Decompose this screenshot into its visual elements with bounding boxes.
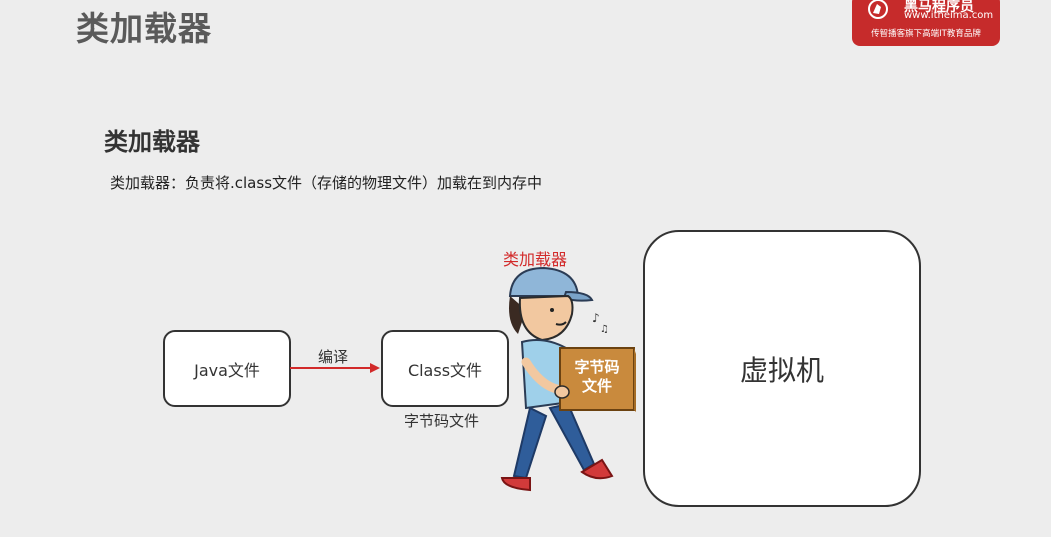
box-label-line2: 文件	[581, 377, 612, 395]
svg-text:♫: ♫	[600, 324, 609, 335]
java-file-label: Java文件	[194, 360, 260, 380]
logo-url: www.itheima.com	[904, 10, 994, 21]
logo-name: 黑马程序员	[904, 0, 974, 15]
section-title: 类加载器	[104, 128, 200, 156]
delivery-worker-illustration: ♪ ♫	[500, 266, 636, 492]
class-file-box: Class文件	[381, 330, 509, 407]
slide-title: 类加载器	[76, 9, 212, 48]
logo-slogan: 传智播客旗下高端IT教育品牌	[871, 29, 981, 39]
virtual-machine-box: 虚拟机	[643, 230, 921, 507]
svg-text:♪: ♪	[592, 311, 600, 325]
java-file-box: Java文件	[163, 330, 291, 407]
bytecode-caption: 字节码文件	[404, 412, 480, 430]
class-file-label: Class文件	[407, 360, 483, 380]
compile-arrow	[290, 363, 380, 373]
virtual-machine-label: 虚拟机	[739, 353, 824, 387]
horse-logo-icon	[868, 0, 888, 19]
box-label: 字节码 文件	[560, 358, 634, 396]
brand-logo: 黑马程序员 www.itheima.com 传智播客旗下高端IT教育品牌	[852, 0, 1000, 46]
class-loader-label: 类加载器	[503, 250, 568, 269]
compile-label: 编译	[318, 348, 349, 366]
description-text: 类加载器：负责将.class文件（存储的物理文件）加载在到内存中	[110, 174, 543, 192]
box-label-line1: 字节码	[574, 358, 620, 376]
